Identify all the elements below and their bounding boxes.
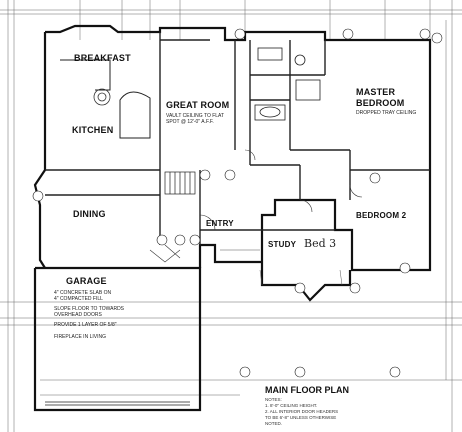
note-garage-6: FIREPLACE IN LIVING <box>54 334 106 340</box>
room-label-great-room: GREAT ROOM <box>166 100 230 110</box>
room-label-breakfast: BREAKFAST <box>74 53 131 63</box>
note-great-room-2: SPOT @ 12'-0" A.F.F. <box>166 119 214 125</box>
note-garage-2: 4" COMPACTED FILL <box>54 296 103 302</box>
room-label-master-1: MASTER <box>356 87 396 97</box>
garage-door <box>45 401 190 406</box>
note-garage-4: OVERHEAD DOORS <box>54 312 102 318</box>
plan-title: MAIN FLOOR PLAN <box>265 385 349 395</box>
doors <box>149 149 363 263</box>
grid-markers <box>32 28 443 378</box>
plan-notes: NOTES: 1. 8'-0" CEILING HEIGHT. 2. ALL I… <box>265 397 338 427</box>
note-3: TO BE 6'-8" UNLESS OTHERWISE <box>265 415 337 420</box>
note-2: 2. ALL INTERIOR DOOR HEADERS <box>265 409 339 414</box>
note-master-ceiling: DROPPED TRAY CEILING <box>356 110 417 116</box>
room-label-entry: ENTRY <box>206 219 234 228</box>
room-label-study: STUDY <box>268 240 297 249</box>
room-label-garage: GARAGE <box>66 276 107 286</box>
room-label-master-2: BEDROOM <box>356 98 405 108</box>
handwritten-bed3: Bed 3 <box>304 237 337 250</box>
breakfast-table <box>93 88 111 106</box>
stairs <box>164 171 196 195</box>
note-garage-3: SLOPE FLOOR TO TOWARDS <box>54 306 125 312</box>
note-garage-1: 4" CONCRETE SLAB ON <box>54 290 112 296</box>
note-1: 1. 8'-0" CEILING HEIGHT. <box>265 403 318 408</box>
note-4: NOTED. <box>265 421 283 426</box>
room-label-dining: DINING <box>73 209 106 219</box>
interior-walls <box>45 32 430 245</box>
note-garage-5: PROVIDE 1 LAYER OF 5/8" <box>54 322 117 328</box>
room-label-bedroom-2: BEDROOM 2 <box>356 211 407 220</box>
room-label-kitchen: KITCHEN <box>72 125 114 135</box>
bath-fixtures <box>254 47 321 121</box>
notes-heading: NOTES: <box>265 397 282 402</box>
kitchen-island <box>60 59 151 139</box>
hatch-marks <box>220 249 343 286</box>
note-great-room-1: VAULT CEILING TO FLAT <box>166 113 225 119</box>
